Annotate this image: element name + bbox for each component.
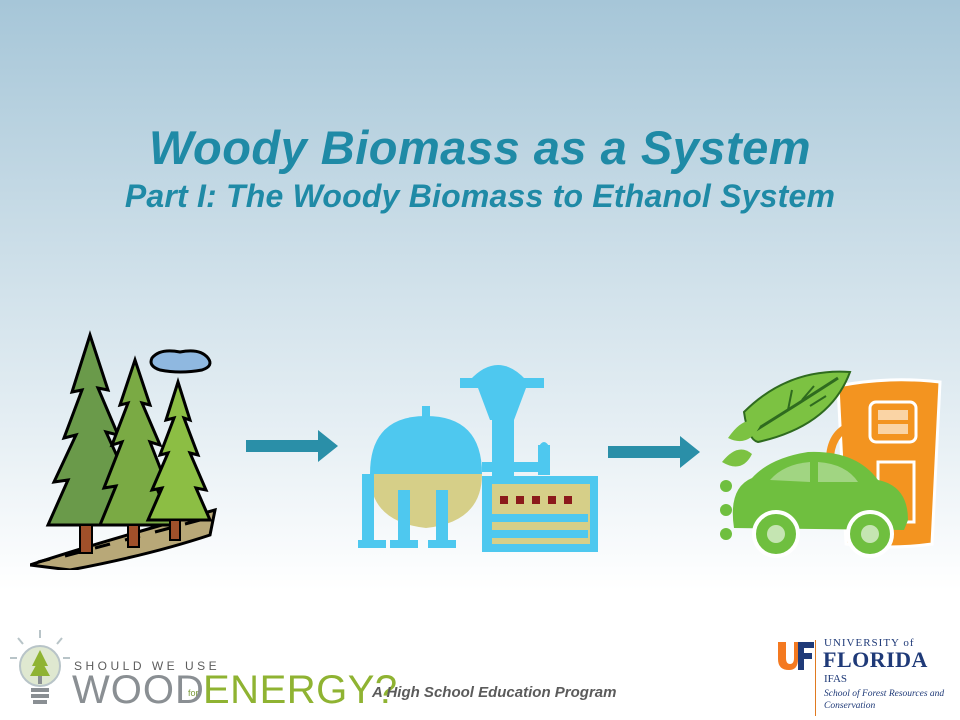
title-block: Woody Biomass as a System Part I: The Wo… [0,120,960,216]
for-text: for [188,688,199,698]
should-we-use-text: SHOULD WE USE [74,659,221,673]
arrow-right-icon [246,430,338,462]
uf-university-text: UNIVERSITY of [824,637,915,649]
uf-divider [815,640,816,716]
lightbulb-tree-logo-icon [10,630,70,704]
energy-text: ENERGY? [203,668,398,712]
green-car-fuel-pump-icon [720,370,942,558]
wood-text: WOOD [72,668,205,712]
slide-subtitle: Part I: The Woody Biomass to Ethanol Sys… [124,178,836,214]
uf-school-text: School of Forest Resources and Conservat… [824,689,945,711]
biorefinery-plant-icon [358,365,598,552]
arrow-right-icon [608,436,700,468]
uf-florida-text: FLORIDA [823,647,928,672]
slide-title: Woody Biomass as a System [148,121,812,174]
uf-logo-icon [778,642,814,670]
uf-ifas-text: IFAS [824,673,848,685]
program-tagline: A High School Education Program [372,684,617,701]
forest-trees-icon [30,330,217,570]
